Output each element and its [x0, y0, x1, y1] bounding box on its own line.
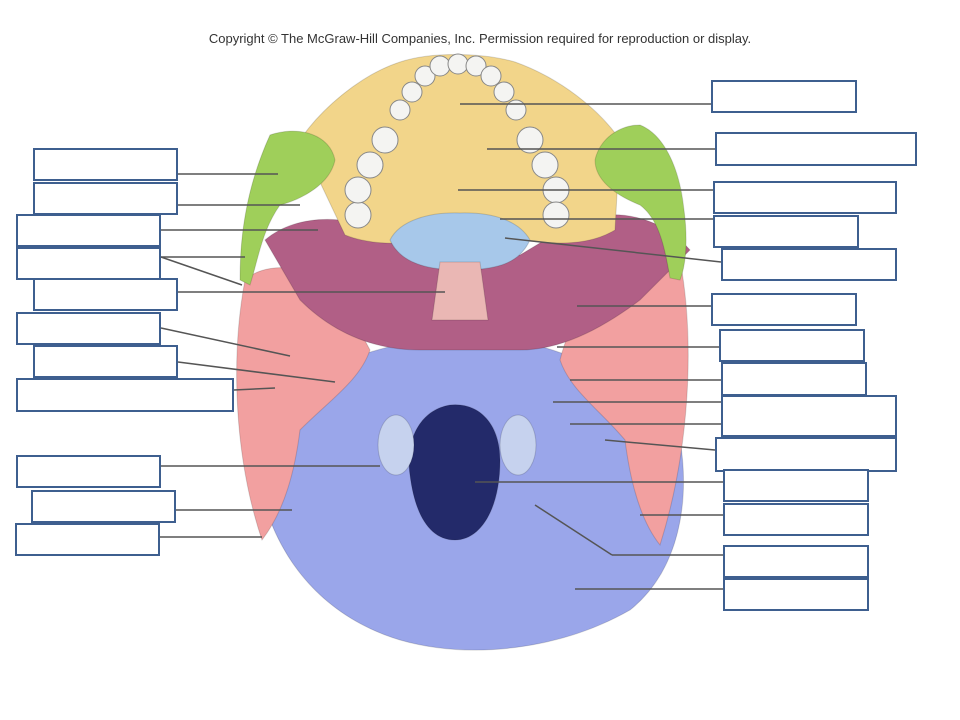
- zygomatic-bone-left: [239, 130, 336, 286]
- teeth: [344, 53, 570, 229]
- leader-line: [160, 327, 291, 357]
- label-box-left-1[interactable]: [33, 148, 178, 181]
- occipital-condyle-left: [377, 414, 415, 476]
- tooth: [447, 53, 469, 75]
- label-box-left-9[interactable]: [16, 455, 161, 488]
- label-box-right-4[interactable]: [713, 215, 859, 248]
- label-box-right-7[interactable]: [719, 329, 865, 362]
- label-box-right-2[interactable]: [715, 132, 917, 166]
- tooth: [429, 55, 451, 77]
- label-box-right-13[interactable]: [723, 545, 869, 578]
- label-box-right-14[interactable]: [723, 578, 869, 611]
- tooth: [414, 65, 436, 87]
- leader-line: [604, 439, 716, 451]
- tooth: [542, 201, 570, 229]
- tooth: [516, 126, 544, 154]
- label-box-left-10[interactable]: [31, 490, 176, 523]
- tooth: [465, 55, 487, 77]
- tooth: [401, 81, 423, 103]
- foramen-magnum: [408, 404, 501, 541]
- label-box-left-5[interactable]: [33, 278, 178, 311]
- leader-line: [504, 237, 722, 263]
- tooth: [356, 151, 384, 179]
- label-box-right-9[interactable]: [721, 395, 897, 437]
- zygomatic-bone-right: [594, 124, 687, 281]
- tooth: [493, 81, 515, 103]
- label-box-right-6[interactable]: [711, 293, 857, 326]
- tooth: [531, 151, 559, 179]
- label-box-left-6[interactable]: [16, 312, 161, 345]
- tooth: [371, 126, 399, 154]
- label-box-right-8[interactable]: [721, 362, 867, 396]
- label-box-right-5[interactable]: [721, 248, 897, 281]
- palatine-bone: [389, 212, 531, 271]
- leader-line: [177, 361, 336, 383]
- vomer-bone: [431, 261, 489, 321]
- leader-line: [160, 256, 243, 286]
- label-box-left-2[interactable]: [33, 182, 178, 215]
- label-box-left-11[interactable]: [15, 523, 160, 556]
- label-box-left-3[interactable]: [16, 214, 161, 247]
- label-box-right-1[interactable]: [711, 80, 857, 113]
- label-box-left-7[interactable]: [33, 345, 178, 378]
- label-box-right-12[interactable]: [723, 503, 869, 536]
- label-box-right-10[interactable]: [715, 437, 897, 472]
- leader-line: [233, 387, 276, 391]
- copyright-notice: Copyright © The McGraw-Hill Companies, I…: [208, 31, 752, 46]
- label-box-right-3[interactable]: [713, 181, 897, 214]
- leader-line: [534, 504, 613, 556]
- tooth: [505, 99, 527, 121]
- label-box-left-8[interactable]: [16, 378, 234, 412]
- occipital-condyle-right: [499, 414, 537, 476]
- label-box-right-11[interactable]: [723, 469, 869, 502]
- label-box-left-4[interactable]: [16, 247, 161, 280]
- tooth: [389, 99, 411, 121]
- leader-lines: [160, 103, 723, 590]
- tooth: [344, 176, 372, 204]
- tooth: [344, 201, 372, 229]
- tooth: [480, 65, 502, 87]
